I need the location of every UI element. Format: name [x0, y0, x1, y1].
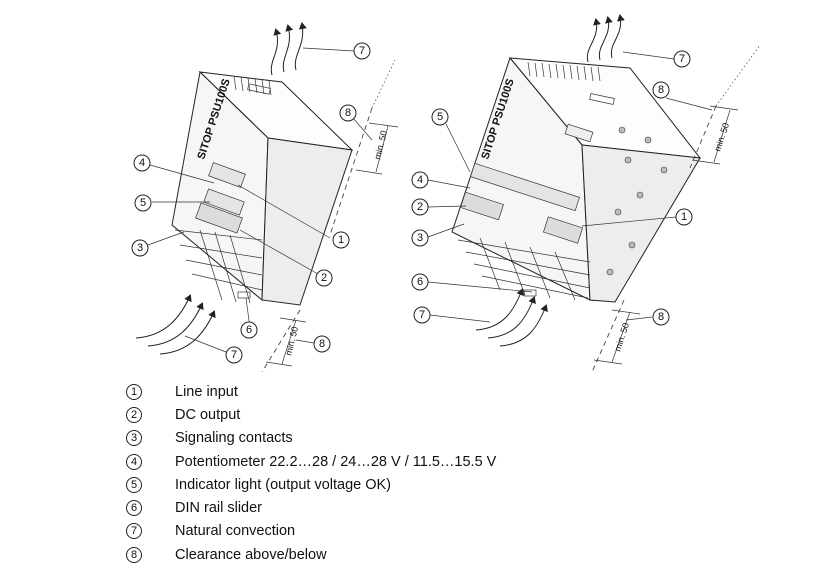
- legend-text: Natural convection: [175, 523, 296, 540]
- left-callout-7-top: 7: [353, 42, 371, 60]
- legend-text: Potentiometer 22.2…28 / 24…28 V / 11.5…1…: [175, 453, 497, 470]
- left-callout-5: 5: [134, 194, 152, 212]
- left-callout-8-bottom: 8: [313, 335, 331, 353]
- svg-text:7: 7: [679, 53, 685, 65]
- legend-item: 7 Natural convection: [124, 520, 684, 543]
- legend: 1 Line input 2 DC output 3 Signaling con…: [124, 380, 684, 566]
- legend-number: 1: [126, 383, 142, 400]
- right-callout-8-bottom: 8: [652, 308, 670, 326]
- svg-text:8: 8: [319, 338, 325, 350]
- legend-text: Signaling contacts: [175, 430, 293, 447]
- left-callout-1: 1: [332, 231, 350, 249]
- right-callout-7-top: 7: [673, 50, 691, 68]
- svg-text:3: 3: [137, 242, 143, 254]
- left-callout-7-bottom: 7: [225, 346, 243, 364]
- left-clearance-bottom-label: min. 50: [283, 325, 300, 356]
- svg-text:8: 8: [658, 311, 664, 323]
- svg-text:6: 6: [417, 276, 423, 288]
- svg-text:7: 7: [359, 45, 365, 57]
- legend-text: Indicator light (output voltage OK): [175, 476, 392, 493]
- legend-number: 4: [126, 453, 142, 470]
- right-clearance-top-label: min. 50: [712, 121, 731, 152]
- svg-text:2: 2: [417, 201, 423, 213]
- left-power-supply-unit: SITOP PSU100S min. 50 min. 50: [131, 22, 399, 372]
- legend-number: 7: [126, 523, 142, 540]
- legend-item: 1 Line input: [124, 380, 684, 403]
- device-installation-diagram: SITOP PSU100S min. 50 min. 50: [131, 14, 761, 372]
- svg-text:3: 3: [417, 232, 423, 244]
- right-callout-5: 5: [431, 108, 449, 126]
- legend-text: Line input: [175, 383, 238, 400]
- left-callout-2: 2: [315, 269, 333, 287]
- legend-text: DC output: [175, 406, 241, 423]
- svg-text:7: 7: [419, 309, 425, 321]
- svg-text:1: 1: [681, 211, 687, 223]
- svg-text:4: 4: [417, 174, 423, 186]
- right-callout-7-bottom: 7: [413, 306, 431, 324]
- right-callout-3: 3: [411, 229, 429, 247]
- svg-text:7: 7: [231, 349, 237, 361]
- legend-text: Clearance above/below: [175, 546, 327, 563]
- right-callout-4: 4: [411, 171, 429, 189]
- svg-text:8: 8: [658, 84, 664, 96]
- left-callout-4: 4: [133, 154, 151, 172]
- right-callout-2: 2: [411, 198, 429, 216]
- legend-item: 2 DC output: [124, 403, 684, 426]
- svg-text:1: 1: [338, 234, 344, 246]
- left-callout-6: 6: [240, 321, 258, 339]
- legend-item: 8 Clearance above/below: [124, 543, 684, 566]
- right-callout-8-top: 8: [652, 81, 670, 99]
- svg-text:5: 5: [437, 111, 443, 123]
- right-callout-1: 1: [675, 208, 693, 226]
- right-power-supply-unit: SITOP PSU100S min. 50 min. 50: [411, 14, 761, 372]
- svg-text:4: 4: [139, 157, 145, 169]
- left-callout-3: 3: [131, 239, 149, 257]
- legend-number: 6: [126, 500, 142, 517]
- legend-number: 2: [126, 406, 142, 423]
- legend-item: 6 DIN rail slider: [124, 496, 684, 519]
- legend-item: 3 Signaling contacts: [124, 427, 684, 450]
- left-clearance-top-label: min. 50: [372, 129, 389, 160]
- right-callout-6: 6: [411, 273, 429, 291]
- svg-text:6: 6: [246, 324, 252, 336]
- legend-item: 4 Potentiometer 22.2…28 / 24…28 V / 11.5…: [124, 450, 684, 473]
- left-callout-8-top: 8: [339, 104, 357, 122]
- svg-text:5: 5: [140, 197, 146, 209]
- legend-text: DIN rail slider: [175, 500, 263, 517]
- svg-text:8: 8: [345, 107, 351, 119]
- legend-number: 8: [126, 546, 142, 563]
- legend-number: 5: [126, 476, 142, 493]
- right-clearance-bottom-label: min. 50: [612, 321, 631, 352]
- svg-text:2: 2: [321, 272, 327, 284]
- legend-item: 5 Indicator light (output voltage OK): [124, 473, 684, 496]
- legend-number: 3: [126, 430, 142, 447]
